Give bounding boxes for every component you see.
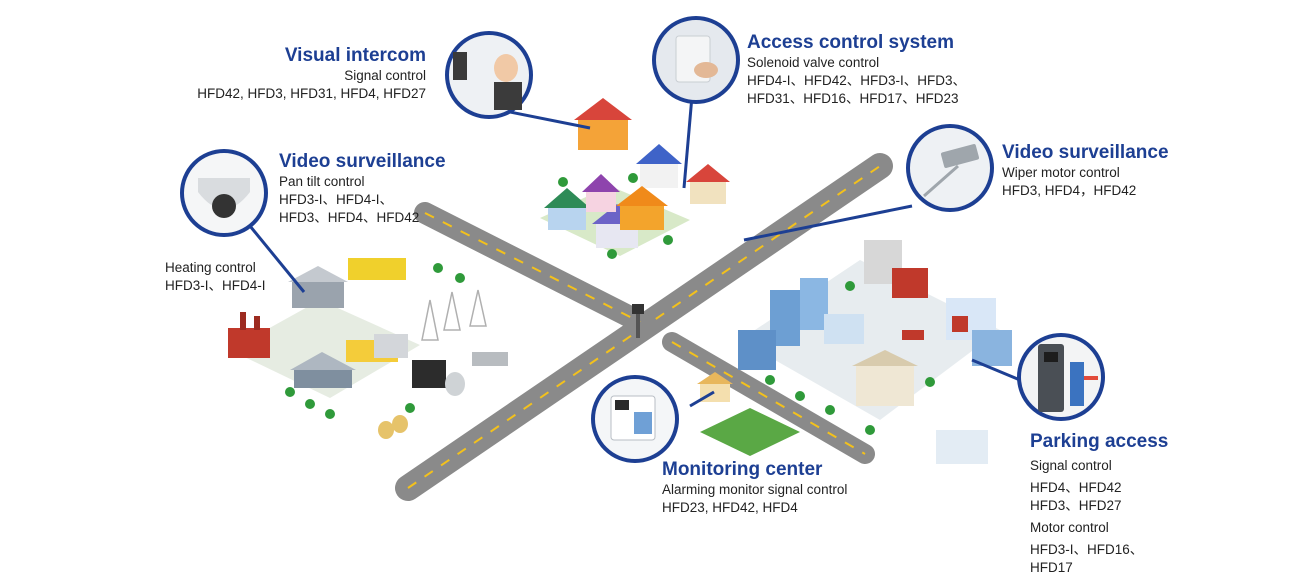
visual-intercom-models: HFD42, HFD3, HFD31, HFD4, HFD27 [197,86,426,101]
alarm-panel-circle [591,375,679,463]
video-surveillance-right-title: Video surveillance [1002,142,1169,163]
video-surveillance-right-models: HFD3, HFD4，HFD42 [1002,183,1137,198]
video-surveillance-left-callout: Video surveillance Pan tilt control HFD3… [279,151,446,227]
parking-signal-models-1: HFD4、HFD42 [1030,480,1122,495]
video-camera-left-circle [180,149,268,237]
parking-signal-subtitle: Signal control [1030,458,1112,473]
access-control-circle [652,16,740,104]
video-surveillance-left-title: Video surveillance [279,151,446,172]
access-control-subtitle: Solenoid valve control [747,55,880,70]
residential-houses [540,98,730,259]
parking-motor-models-1: HFD3-I、HFD16、 [1030,542,1144,557]
access-control-models-1: HFD4-I、HFD42、HFD3-I、HFD3、 [747,73,967,88]
parking-motor-subtitle: Motor control [1030,520,1109,535]
access-control-title: Access control system [747,32,954,53]
traffic-light [632,304,644,338]
callout-connectors [248,95,1021,408]
access-control-callout: Access control system Solenoid valve con… [747,32,966,108]
parking-access-callout: Parking access Signal control HFD4、HFD42… [1030,431,1168,577]
monitoring-center-models: HFD23, HFD42, HFD4 [662,500,798,515]
video-surveillance-right-callout: Video surveillance Wiper motor control H… [1002,142,1169,200]
urban-district [738,240,1012,464]
parking-gate-circle [1017,333,1105,421]
visual-intercom-circle [445,31,533,119]
cross-road-upper [414,202,651,333]
video-surveillance-left-models-2: HFD3、HFD4、HFD42 [279,210,420,225]
monitoring-center-callout: Monitoring center Alarming monitor signa… [662,459,847,517]
industrial-zone [228,258,508,439]
video-camera-right-circle [906,124,994,212]
monitoring-center-subtitle: Alarming monitor signal control [662,482,848,497]
access-control-models-2: HFD31、HFD16、HFD17、HFD23 [747,91,959,106]
visual-intercom-subtitle: Signal control [344,68,426,83]
heating-subtitle: Heating control [165,260,256,275]
visual-intercom-title: Visual intercom [284,45,426,66]
cross-road-lower [662,332,875,464]
video-surveillance-left-models-1: HFD3-I、HFD4-I、 [279,192,393,207]
parking-signal-models-2: HFD3、HFD27 [1030,498,1122,513]
video-surveillance-right-subtitle: Wiper motor control [1002,165,1120,180]
visual-intercom-callout: Visual intercom Signal control HFD42, HF… [190,45,426,103]
video-surveillance-left-subtitle: Pan tilt control [279,174,365,189]
monitoring-center-title: Monitoring center [662,459,823,480]
parking-motor-models-2: HFD17 [1030,560,1073,575]
heating-callout: Heating control HFD3-I、HFD4-I [165,259,266,295]
heating-models: HFD3-I、HFD4-I [165,278,266,293]
parking-access-title: Parking access [1030,431,1169,452]
road-network [395,153,893,501]
